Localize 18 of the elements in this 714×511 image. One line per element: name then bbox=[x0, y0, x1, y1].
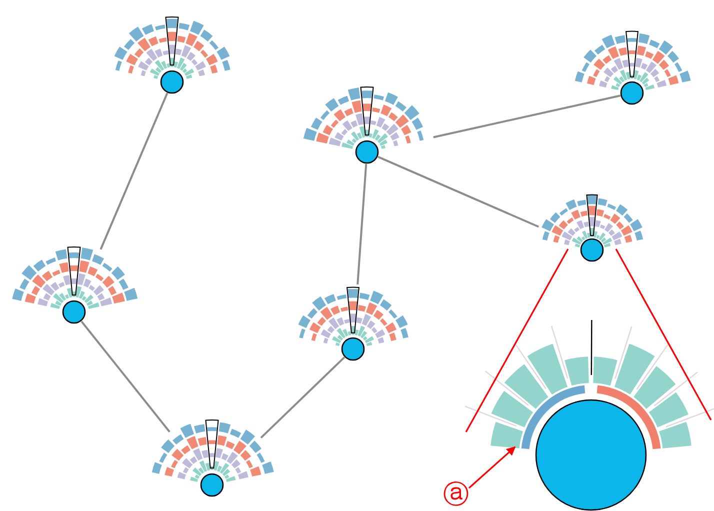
connector-line bbox=[80, 320, 170, 432]
radial-bar-glyph bbox=[574, 30, 691, 105]
arc-bar bbox=[521, 385, 586, 450]
zoom-line bbox=[465, 248, 569, 432]
radial-bar-glyph bbox=[303, 86, 424, 164]
connector-line bbox=[260, 356, 346, 439]
leader-arrow bbox=[468, 446, 516, 489]
connector-line bbox=[356, 164, 368, 284]
radial-bar-glyph bbox=[298, 286, 408, 361]
zoom-line bbox=[615, 248, 712, 420]
radial-bar-glyph bbox=[542, 194, 644, 262]
radial-bar-glyph bbox=[114, 16, 230, 94]
radial-bar-glyph bbox=[152, 420, 274, 497]
callout-letter: ⓐ bbox=[443, 482, 469, 508]
connector-line bbox=[433, 94, 620, 138]
radial-bar-glyph bbox=[12, 246, 138, 324]
connector-line bbox=[378, 156, 539, 228]
connector-line bbox=[100, 92, 168, 250]
